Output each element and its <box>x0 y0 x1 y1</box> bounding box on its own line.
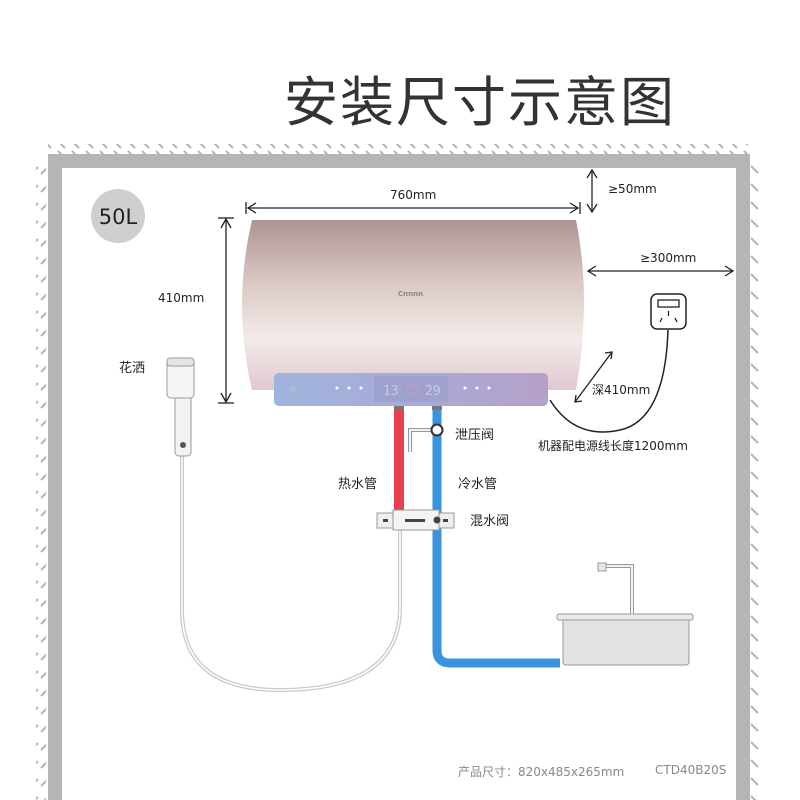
panel-dot <box>359 386 363 390</box>
width-dimension <box>245 202 581 214</box>
mixing-valve-label: 混水阀 <box>470 514 509 529</box>
shower-label: 花洒 <box>119 360 145 376</box>
power-icon <box>406 383 418 395</box>
heater-tank <box>242 220 584 390</box>
page-title: 安装尺寸示意图 <box>284 71 676 135</box>
product-size: 产品尺寸：820x485x265mm <box>458 765 625 779</box>
panel-dot <box>347 386 351 390</box>
power-cord <box>549 329 669 433</box>
top-clearance-label: ≥50mm <box>608 182 657 196</box>
kitchen-sink <box>556 562 694 666</box>
panel-dot <box>290 386 296 392</box>
water-heater: 13 29 Cnnnn <box>242 220 584 406</box>
hot-pipe <box>394 408 404 512</box>
panel-dot <box>335 386 339 390</box>
wall-frame <box>36 144 760 800</box>
right-wall-hatch <box>750 160 760 800</box>
model-number: CTD40B20S <box>655 763 727 777</box>
right-wall <box>736 154 750 800</box>
height-label: 410mm <box>158 291 204 305</box>
display-left-temp: 13 <box>383 384 399 399</box>
left-wall <box>48 154 62 800</box>
depth-label: 深410mm <box>592 383 650 397</box>
top-clearance-dimension <box>586 168 598 214</box>
pressure-valve-label: 泄压阀 <box>455 428 494 443</box>
panel-dot <box>475 386 479 390</box>
width-label: 760mm <box>390 188 436 202</box>
pressure-relief-valve <box>408 423 444 452</box>
side-clearance-label: ≥300mm <box>640 251 696 265</box>
ceiling <box>48 154 750 168</box>
depth-dimension <box>574 351 613 403</box>
cold-pipe-label: 冷水管 <box>458 477 497 492</box>
ceiling-hatch <box>48 144 748 154</box>
panel-dot <box>487 386 491 390</box>
power-cord-label: 机器配电源线长度1200mm <box>538 438 688 453</box>
left-wall-hatch <box>36 160 46 800</box>
panel-dot <box>463 386 467 390</box>
side-clearance-dimension <box>586 265 735 277</box>
height-dimension <box>218 217 234 404</box>
display-screen <box>374 376 448 402</box>
capacity-badge: 50L <box>99 205 138 229</box>
brand-logo: Cnnnn <box>398 290 423 298</box>
shower-head <box>166 357 195 457</box>
capacity-badge-bg <box>91 189 145 243</box>
hot-pipe-label: 热水管 <box>338 477 377 492</box>
cold-pipe <box>432 408 560 668</box>
power-outlet <box>650 293 687 330</box>
display-right-temp: 29 <box>425 384 441 399</box>
mixing-valve <box>376 509 455 531</box>
